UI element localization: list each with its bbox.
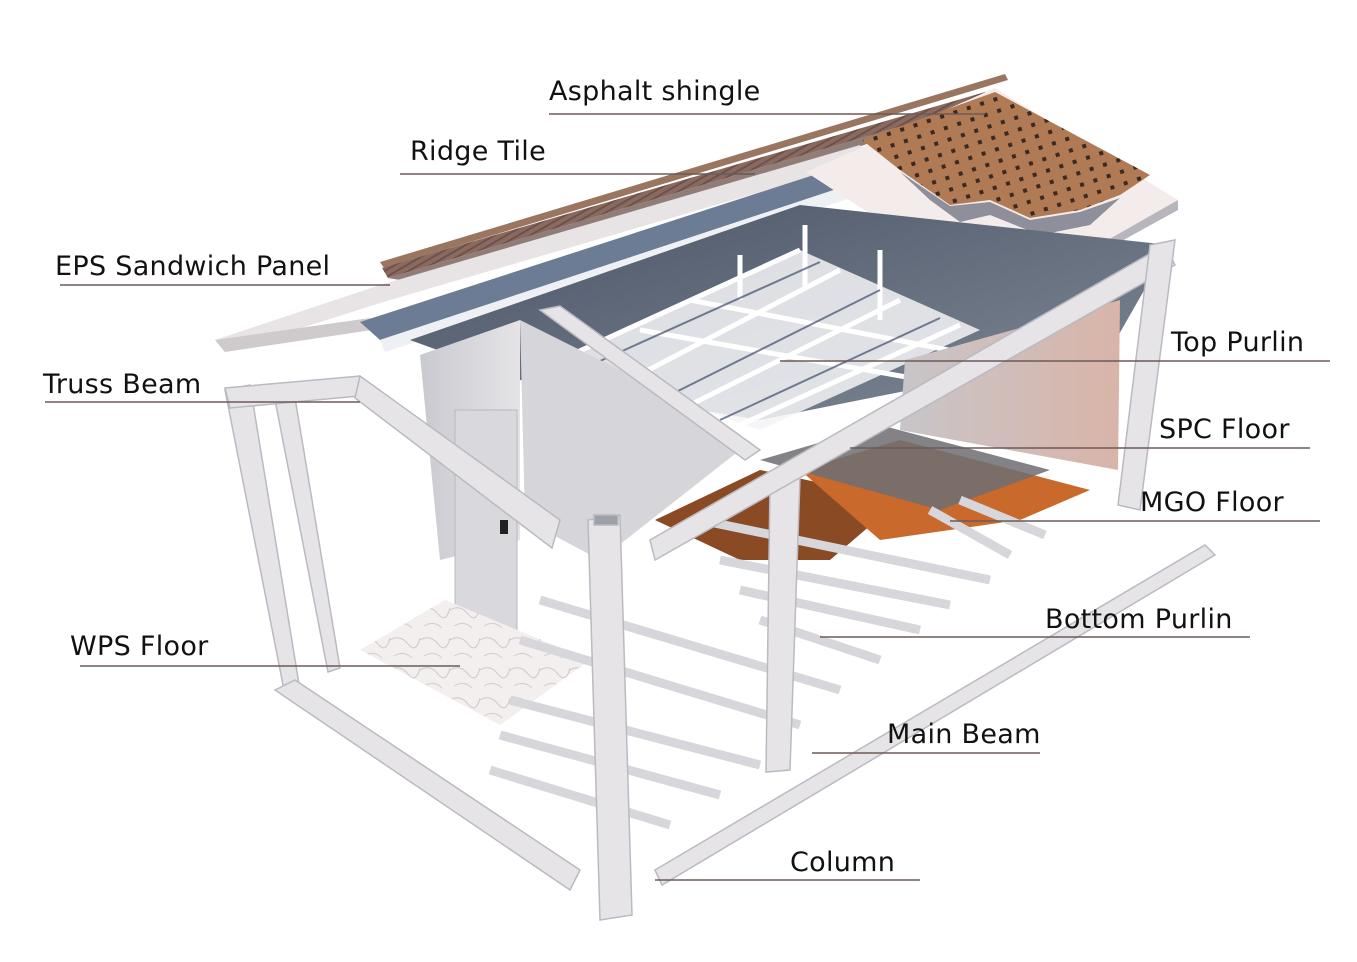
label-ridge-tile: Ridge Tile [410, 136, 547, 167]
label-asphalt-shingle: Asphalt shingle [549, 76, 761, 107]
label-main-beam: Main Beam [887, 719, 1041, 750]
label-wps-floor: WPS Floor [70, 631, 209, 662]
leader-lines [45, 113, 1330, 881]
steel-frame [224, 239, 1217, 921]
ridge-tile-layer [380, 74, 1008, 285]
label-bottom-purlin: Bottom Purlin [1045, 604, 1233, 635]
label-top-purlin: Top Purlin [1171, 327, 1305, 358]
label-eps-sandwich-panel: EPS Sandwich Panel [55, 251, 331, 282]
label-spc-floor: SPC Floor [1159, 414, 1290, 445]
label-column: Column [790, 847, 896, 878]
label-mgo-floor: MGO Floor [1140, 487, 1284, 518]
label-truss-beam: Truss Beam [43, 369, 202, 400]
